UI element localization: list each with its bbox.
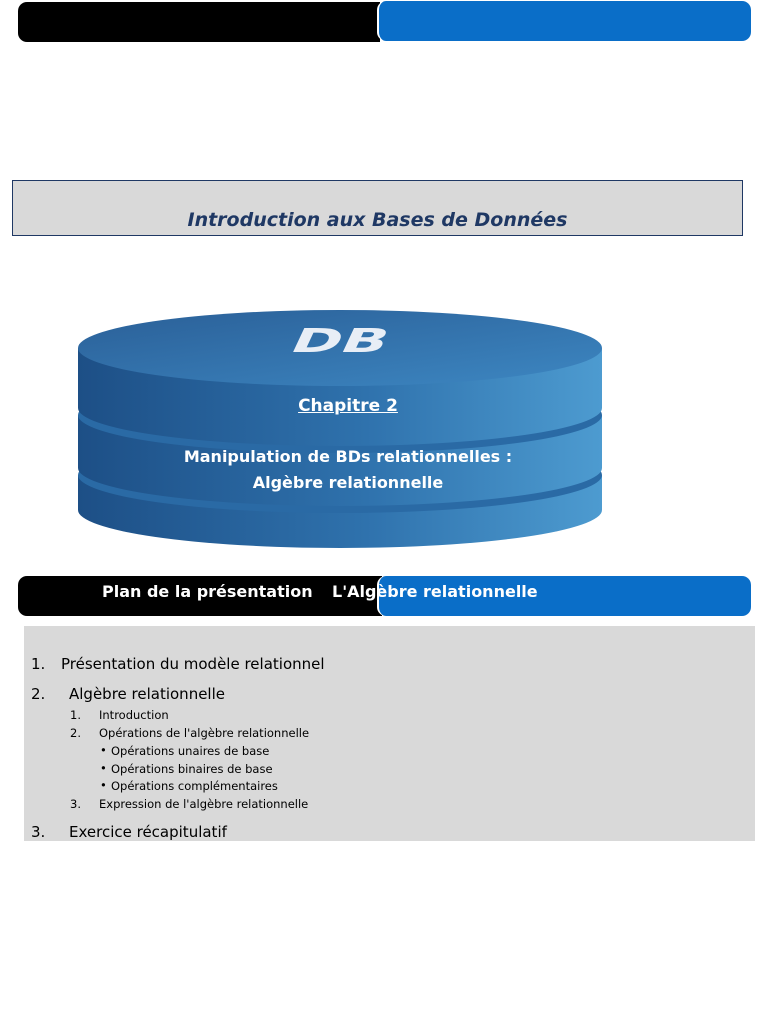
plan-subitem-num-3: 3. (70, 797, 81, 811)
plan-subitem-2: Opérations de l'algèbre relationnelle (99, 726, 310, 740)
chapter-subtitle-line2: Algèbre relationnelle (252, 473, 444, 492)
plan-bullet-1: Opérations unaires de base (111, 744, 270, 758)
plan-item-3: Exercice récapitulatif (69, 823, 227, 841)
chapter-title: Chapitre 2 (298, 396, 398, 416)
plan-subitem-3: Expression de l'algèbre relationnelle (99, 797, 309, 811)
presentation-title-box: Introduction aux Bases de Données (12, 180, 743, 236)
plan-subitem-num-2: 2. (70, 726, 81, 740)
plan-item-2: Algèbre relationnelle (69, 685, 225, 703)
plan-item-1: Présentation du modèle relationnel (61, 655, 325, 673)
bullet-dot-2: • (100, 761, 107, 775)
section-bar-left (18, 576, 382, 616)
header-bar-right (377, 1, 751, 41)
plan-bullet-2: Opérations binaires de base (111, 762, 273, 776)
plan-label: Plan de la présentation (102, 582, 313, 601)
bullet-dot-3: • (100, 778, 107, 792)
section-bar-right (377, 576, 751, 616)
presentation-title: Introduction aux Bases de Données (187, 209, 568, 231)
plan-bullet-3: Opérations complémentaires (111, 779, 278, 793)
plan-subitem-1: Introduction (99, 708, 169, 722)
plan-item-num-1: 1. (31, 655, 46, 673)
plan-panel (24, 626, 755, 841)
section-label: L'Algèbre relationnelle (332, 582, 538, 601)
database-stack-icon: DB (78, 310, 602, 548)
chapter-subtitle-line1: Manipulation de BDs relationnelles : (183, 447, 513, 466)
db-logo-text: DB (284, 321, 397, 360)
plan-item-num-2: 2. (31, 685, 46, 703)
plan-item-num-3: 3. (31, 823, 46, 841)
bullet-dot-1: • (100, 743, 107, 757)
plan-subitem-num-1: 1. (70, 708, 81, 722)
header-bar-left (18, 2, 380, 42)
